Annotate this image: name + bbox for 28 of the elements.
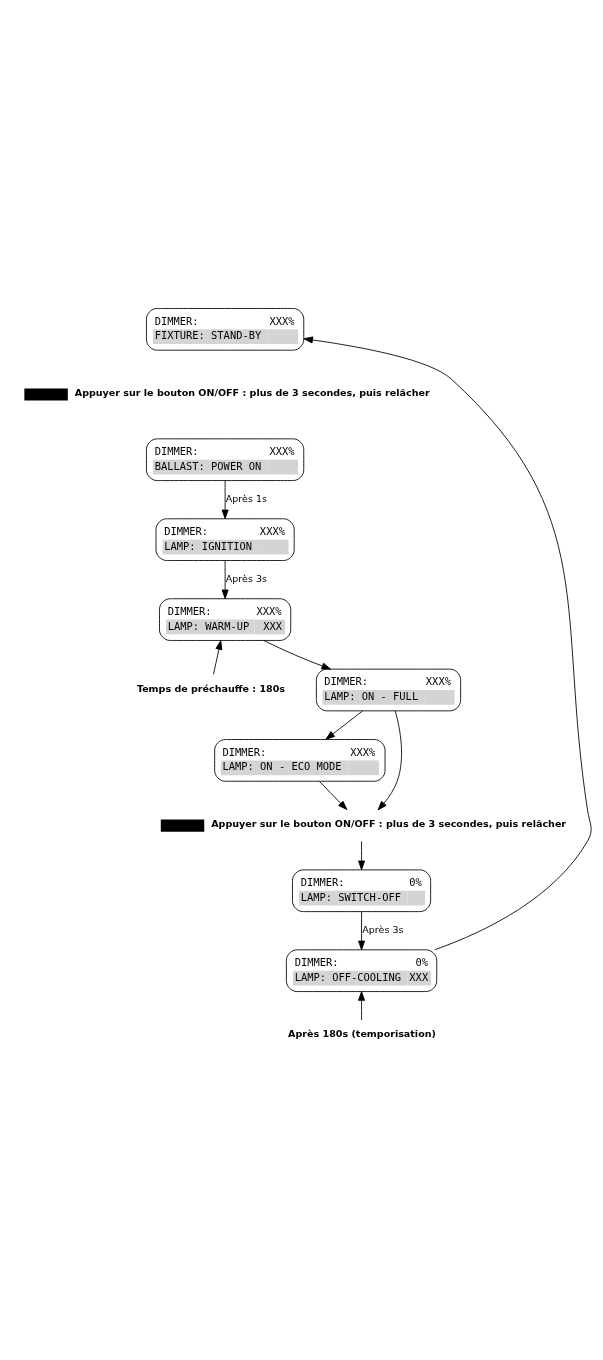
node-text: Temps de préchauffe : 180s	[136, 682, 286, 694]
node-box: DIMMER: XXX% LAMP: WARM-UP XXX	[159, 598, 292, 641]
edge-label: Après 3s	[225, 573, 268, 585]
arrow	[358, 991, 366, 1021]
node-box: DIMMER: XXX% FIXTURE: STAND-BY	[146, 308, 305, 351]
edge-label: Après 3s	[362, 924, 404, 936]
arrow	[377, 710, 402, 811]
arrow	[358, 911, 366, 951]
node-label: Appuyer sur le bouton ON/OFF : plus de 3 secondes, puis relâcher	[211, 818, 567, 830]
node-label: Appuyer sur le bouton ON/OFF : plus de 3 secondes, puis relâcher	[74, 387, 430, 399]
node-box: DIMMER: XXX% LAMP: ON - FULL	[315, 668, 462, 712]
edge-label: Après 1s	[225, 493, 268, 505]
node-box: DIMMER: XXX% BALLAST: POWER ON	[146, 438, 305, 481]
node-box	[24, 388, 68, 401]
arrow	[318, 780, 348, 811]
arrow	[213, 640, 223, 675]
node-box	[160, 819, 205, 832]
arrow	[303, 336, 592, 951]
node-text: Après 180s (temporisation)	[288, 1028, 436, 1040]
node-box: DIMMER: XXX% LAMP: IGNITION	[155, 518, 295, 561]
arrow	[263, 640, 331, 670]
arrow	[325, 710, 364, 740]
node-box: DIMMER: 0% LAMP: OFF-COOLING XXX	[285, 949, 438, 992]
arrow	[221, 560, 229, 600]
node-box: DIMMER: 0% LAMP: SWITCH-OFF	[292, 869, 432, 913]
node-box: DIMMER: XXX% LAMP: ON - ECO MODE	[214, 739, 386, 782]
arrow	[358, 841, 366, 871]
arrow	[221, 480, 229, 520]
